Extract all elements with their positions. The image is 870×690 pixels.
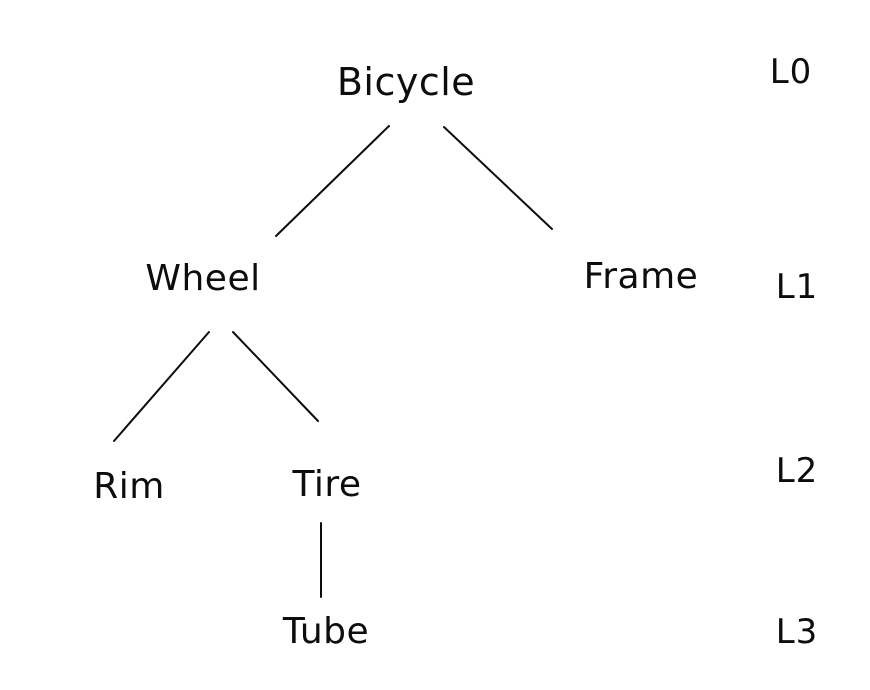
level-label-l2: L2 xyxy=(775,451,819,491)
edge-bicycle-to-wheel xyxy=(275,125,390,237)
level-label-l0: L0 xyxy=(769,52,813,92)
node-rim[interactable]: Rim xyxy=(93,466,165,507)
node-tube[interactable]: Tube xyxy=(282,611,370,652)
node-wheel[interactable]: Wheel xyxy=(145,258,261,299)
level-label-l1: L1 xyxy=(775,267,819,307)
level-label-l3: L3 xyxy=(775,612,819,652)
node-bicycle[interactable]: Bicycle xyxy=(336,60,476,104)
edge-wheel-to-tire xyxy=(232,331,319,422)
node-tire[interactable]: Tire xyxy=(292,464,362,505)
node-frame[interactable]: Frame xyxy=(583,256,699,297)
edge-bicycle-to-frame xyxy=(443,126,553,230)
edge-wheel-to-rim xyxy=(113,331,210,442)
